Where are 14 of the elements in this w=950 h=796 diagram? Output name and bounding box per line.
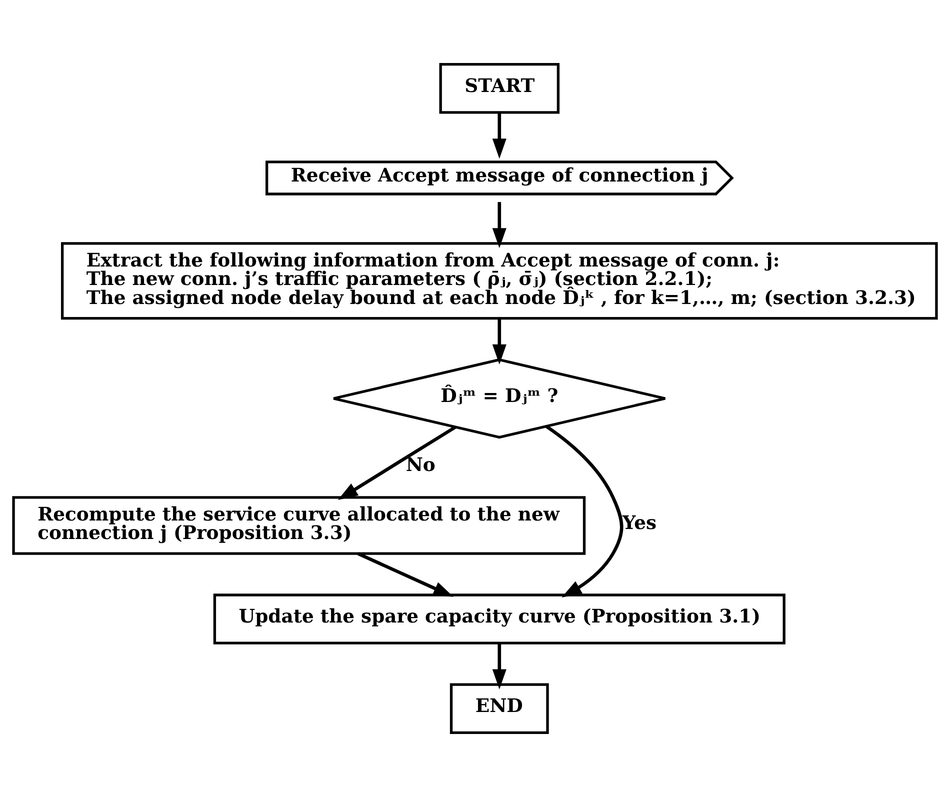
arrow bbox=[492, 642, 506, 689]
node-box: Update the spare capacity curve (Proposition 3.1) bbox=[213, 593, 786, 644]
arrow bbox=[545, 424, 624, 597]
node-box: Recompute the service curve allocated to the new connection j (Proposition 3.3) bbox=[12, 496, 586, 554]
arrow bbox=[492, 112, 506, 158]
arrow bbox=[357, 552, 454, 596]
arrow bbox=[492, 318, 506, 364]
edge-label: No bbox=[406, 453, 436, 476]
node-diamond: D̂ⱼᵐ = Dⱼᵐ ? bbox=[332, 358, 666, 438]
arrow bbox=[492, 202, 506, 248]
node-box: Extract the following information from Accept message of conn. j: The new conn. j’s traffic parameters ( ρ̄ⱼ, σ̄ⱼ) (section 2.2.1); The assigned node delay bound at each node D̂ⱼᵏ , for k=1,…, m; (section 3.2.3) bbox=[60, 242, 938, 320]
arrow bbox=[338, 425, 456, 500]
node-box: START bbox=[439, 62, 560, 114]
node-box: END bbox=[450, 682, 549, 734]
